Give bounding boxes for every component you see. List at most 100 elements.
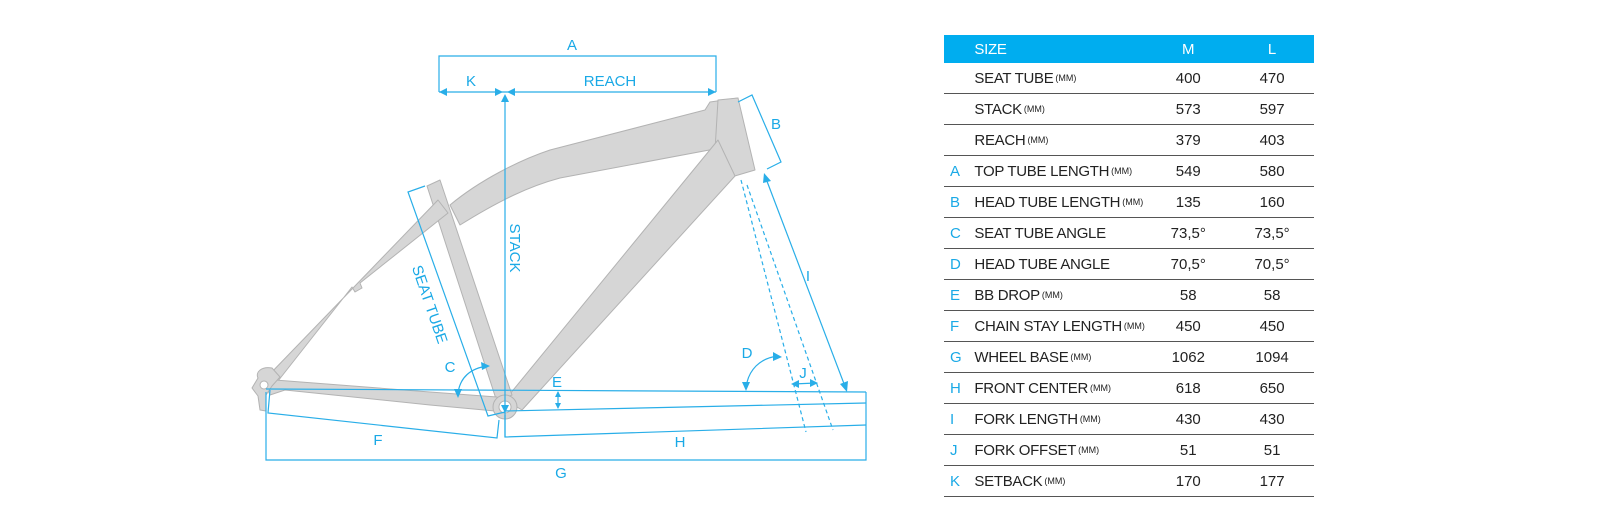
row-label: WHEEL BASE <box>974 348 1069 366</box>
row-unit: (MM) <box>1027 134 1049 145</box>
label-b: B <box>771 116 781 133</box>
row-label-cell: CHAIN STAY LENGTH(MM) <box>974 310 1147 342</box>
row-value-m: 400 <box>1146 63 1231 94</box>
row-label: REACH <box>974 131 1026 149</box>
row-unit: (MM) <box>1023 103 1045 114</box>
bike-frame <box>251 97 756 420</box>
label-reach: REACH <box>584 73 637 90</box>
arrow-e-top <box>555 391 561 397</box>
row-letter: K <box>944 465 975 497</box>
row-value-m: 58 <box>1146 279 1231 311</box>
row-value-m: 573 <box>1146 93 1231 125</box>
steering-axis-line <box>740 179 807 433</box>
row-value-l: 51 <box>1230 434 1314 466</box>
row-value-l: 160 <box>1230 186 1314 218</box>
arrow-j-right <box>810 379 818 387</box>
frame-geometry-diagram: A K REACH B STACK SEAT TUBE C D E I J F … <box>251 37 867 482</box>
label-j: J <box>799 365 807 382</box>
label-c: C <box>445 359 456 376</box>
arrow-j-left <box>791 380 799 388</box>
seat-tube <box>426 179 513 403</box>
arrow-stack-bottom <box>501 405 509 413</box>
row-value-m: 549 <box>1146 155 1231 187</box>
arrow-c-start <box>454 389 462 398</box>
row-letter: H <box>944 372 975 404</box>
row-value-m: 135 <box>1146 186 1231 218</box>
header-size-label: SIZE <box>974 35 1147 63</box>
dim-b-line <box>737 94 782 170</box>
arrow-reach-left <box>507 88 515 96</box>
row-label: HEAD TUBE LENGTH <box>974 193 1121 211</box>
row-letter: J <box>944 434 975 466</box>
row-letter: D <box>944 248 975 280</box>
row-letter: B <box>944 186 975 218</box>
label-i: I <box>806 268 810 285</box>
row-value-m: 430 <box>1146 403 1231 435</box>
dim-a-line <box>438 55 717 92</box>
row-letter: A <box>944 155 975 187</box>
row-label-cell: SEAT TUBE(MM) <box>974 63 1147 94</box>
row-label: HEAD TUBE ANGLE <box>974 255 1110 273</box>
axle-line <box>265 388 867 393</box>
chain-stay <box>261 375 507 413</box>
row-label-cell: HEAD TUBE LENGTH(MM) <box>974 186 1147 218</box>
row-unit: (MM) <box>1078 444 1100 455</box>
row-label: CHAIN STAY LENGTH <box>974 317 1122 335</box>
row-letter: C <box>944 217 975 249</box>
row-value-m: 51 <box>1146 434 1231 466</box>
row-value-l: 73,5° <box>1230 217 1314 249</box>
header-letter-cell <box>944 35 975 63</box>
row-unit: (MM) <box>1111 165 1133 176</box>
label-h: H <box>675 434 686 451</box>
arrow-k-left <box>439 88 447 96</box>
dim-h-line <box>504 415 867 438</box>
arrow-k-right <box>495 88 503 96</box>
dimension-lines <box>265 55 867 461</box>
arrow-d-end <box>773 352 782 361</box>
row-value-l: 177 <box>1230 465 1314 497</box>
dim-seat-tube-line <box>407 185 506 417</box>
row-label: FORK LENGTH <box>974 410 1078 428</box>
row-label-cell: SETBACK(MM) <box>974 465 1147 497</box>
row-letter: I <box>944 403 975 435</box>
row-label-cell: TOP TUBE LENGTH(MM) <box>974 155 1147 187</box>
row-label-cell: WHEEL BASE(MM) <box>974 341 1147 373</box>
arrow-c-end <box>481 362 490 370</box>
row-value-m: 73,5° <box>1146 217 1231 249</box>
row-label-cell: REACH(MM) <box>974 124 1147 156</box>
row-value-l: 650 <box>1230 372 1314 404</box>
arrow-d-start <box>742 382 750 391</box>
row-unit: (MM) <box>1070 351 1092 362</box>
row-unit: (MM) <box>1123 320 1145 331</box>
row-value-m: 1062 <box>1146 341 1231 373</box>
row-label: FRONT CENTER <box>974 379 1089 397</box>
row-label: BB DROP <box>974 286 1040 304</box>
label-k: K <box>466 73 476 90</box>
table-header-row: SIZE M L <box>944 35 1314 63</box>
row-unit: (MM) <box>1041 289 1063 300</box>
row-value-l: 58 <box>1230 279 1314 311</box>
row-value-m: 618 <box>1146 372 1231 404</box>
row-letter: E <box>944 279 975 311</box>
row-value-m: 450 <box>1146 310 1231 342</box>
row-value-l: 430 <box>1230 403 1314 435</box>
row-value-l: 403 <box>1230 124 1314 156</box>
arrow-i-bottom <box>840 381 848 392</box>
row-unit: (MM) <box>1122 196 1144 207</box>
dimension-labels: A K REACH B STACK SEAT TUBE C D E I J F … <box>373 37 810 482</box>
label-stack: STACK <box>506 224 523 273</box>
dim-i-line <box>764 175 847 390</box>
row-label: SEAT TUBE ANGLE <box>974 224 1106 242</box>
row-value-m: 170 <box>1146 465 1231 497</box>
dim-f-line <box>267 389 500 439</box>
